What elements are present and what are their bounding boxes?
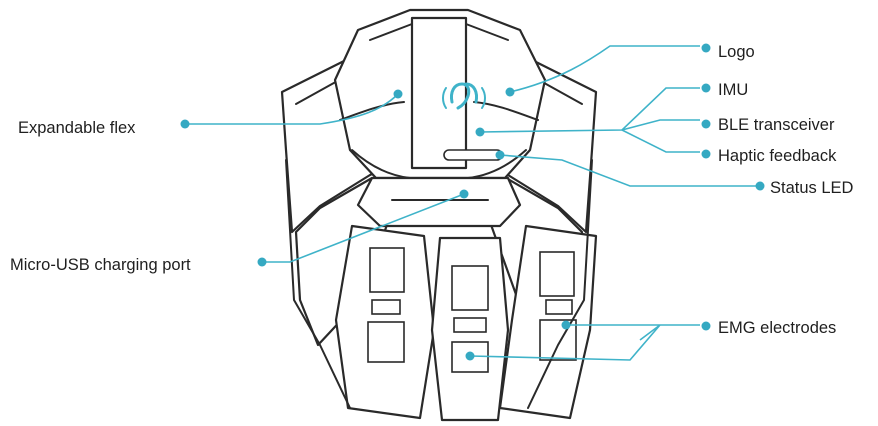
callout-microusb-dot [258, 258, 267, 267]
label-expandable-flex: Expandable flex [18, 118, 135, 138]
status-led-bar [444, 150, 502, 160]
callout-expandable-dot [181, 120, 190, 129]
callout-emg-dot-1 [562, 321, 571, 330]
callout-emg-dot-2 [466, 352, 475, 361]
center-band [358, 178, 520, 226]
callout-haptic [622, 130, 700, 152]
label-emg-electrodes: EMG electrodes [718, 318, 836, 338]
callout-expandable-end [394, 90, 403, 99]
lower-center-pod [432, 238, 508, 420]
callout-microusb-end [460, 190, 469, 199]
label-micro-usb-port: Micro-USB charging port [10, 255, 191, 275]
label-logo: Logo [718, 42, 755, 62]
callout-logo-dot [506, 88, 515, 97]
callout-ble-dot [476, 128, 485, 137]
lower-left-pod [336, 226, 434, 418]
callout-imu [622, 88, 700, 130]
label-haptic-feedback: Haptic feedback [718, 146, 836, 166]
label-imu: IMU [718, 80, 748, 100]
label-ble-transceiver: BLE transceiver [718, 115, 834, 135]
callout-status-dot [496, 151, 505, 160]
label-status-led: Status LED [770, 178, 853, 198]
